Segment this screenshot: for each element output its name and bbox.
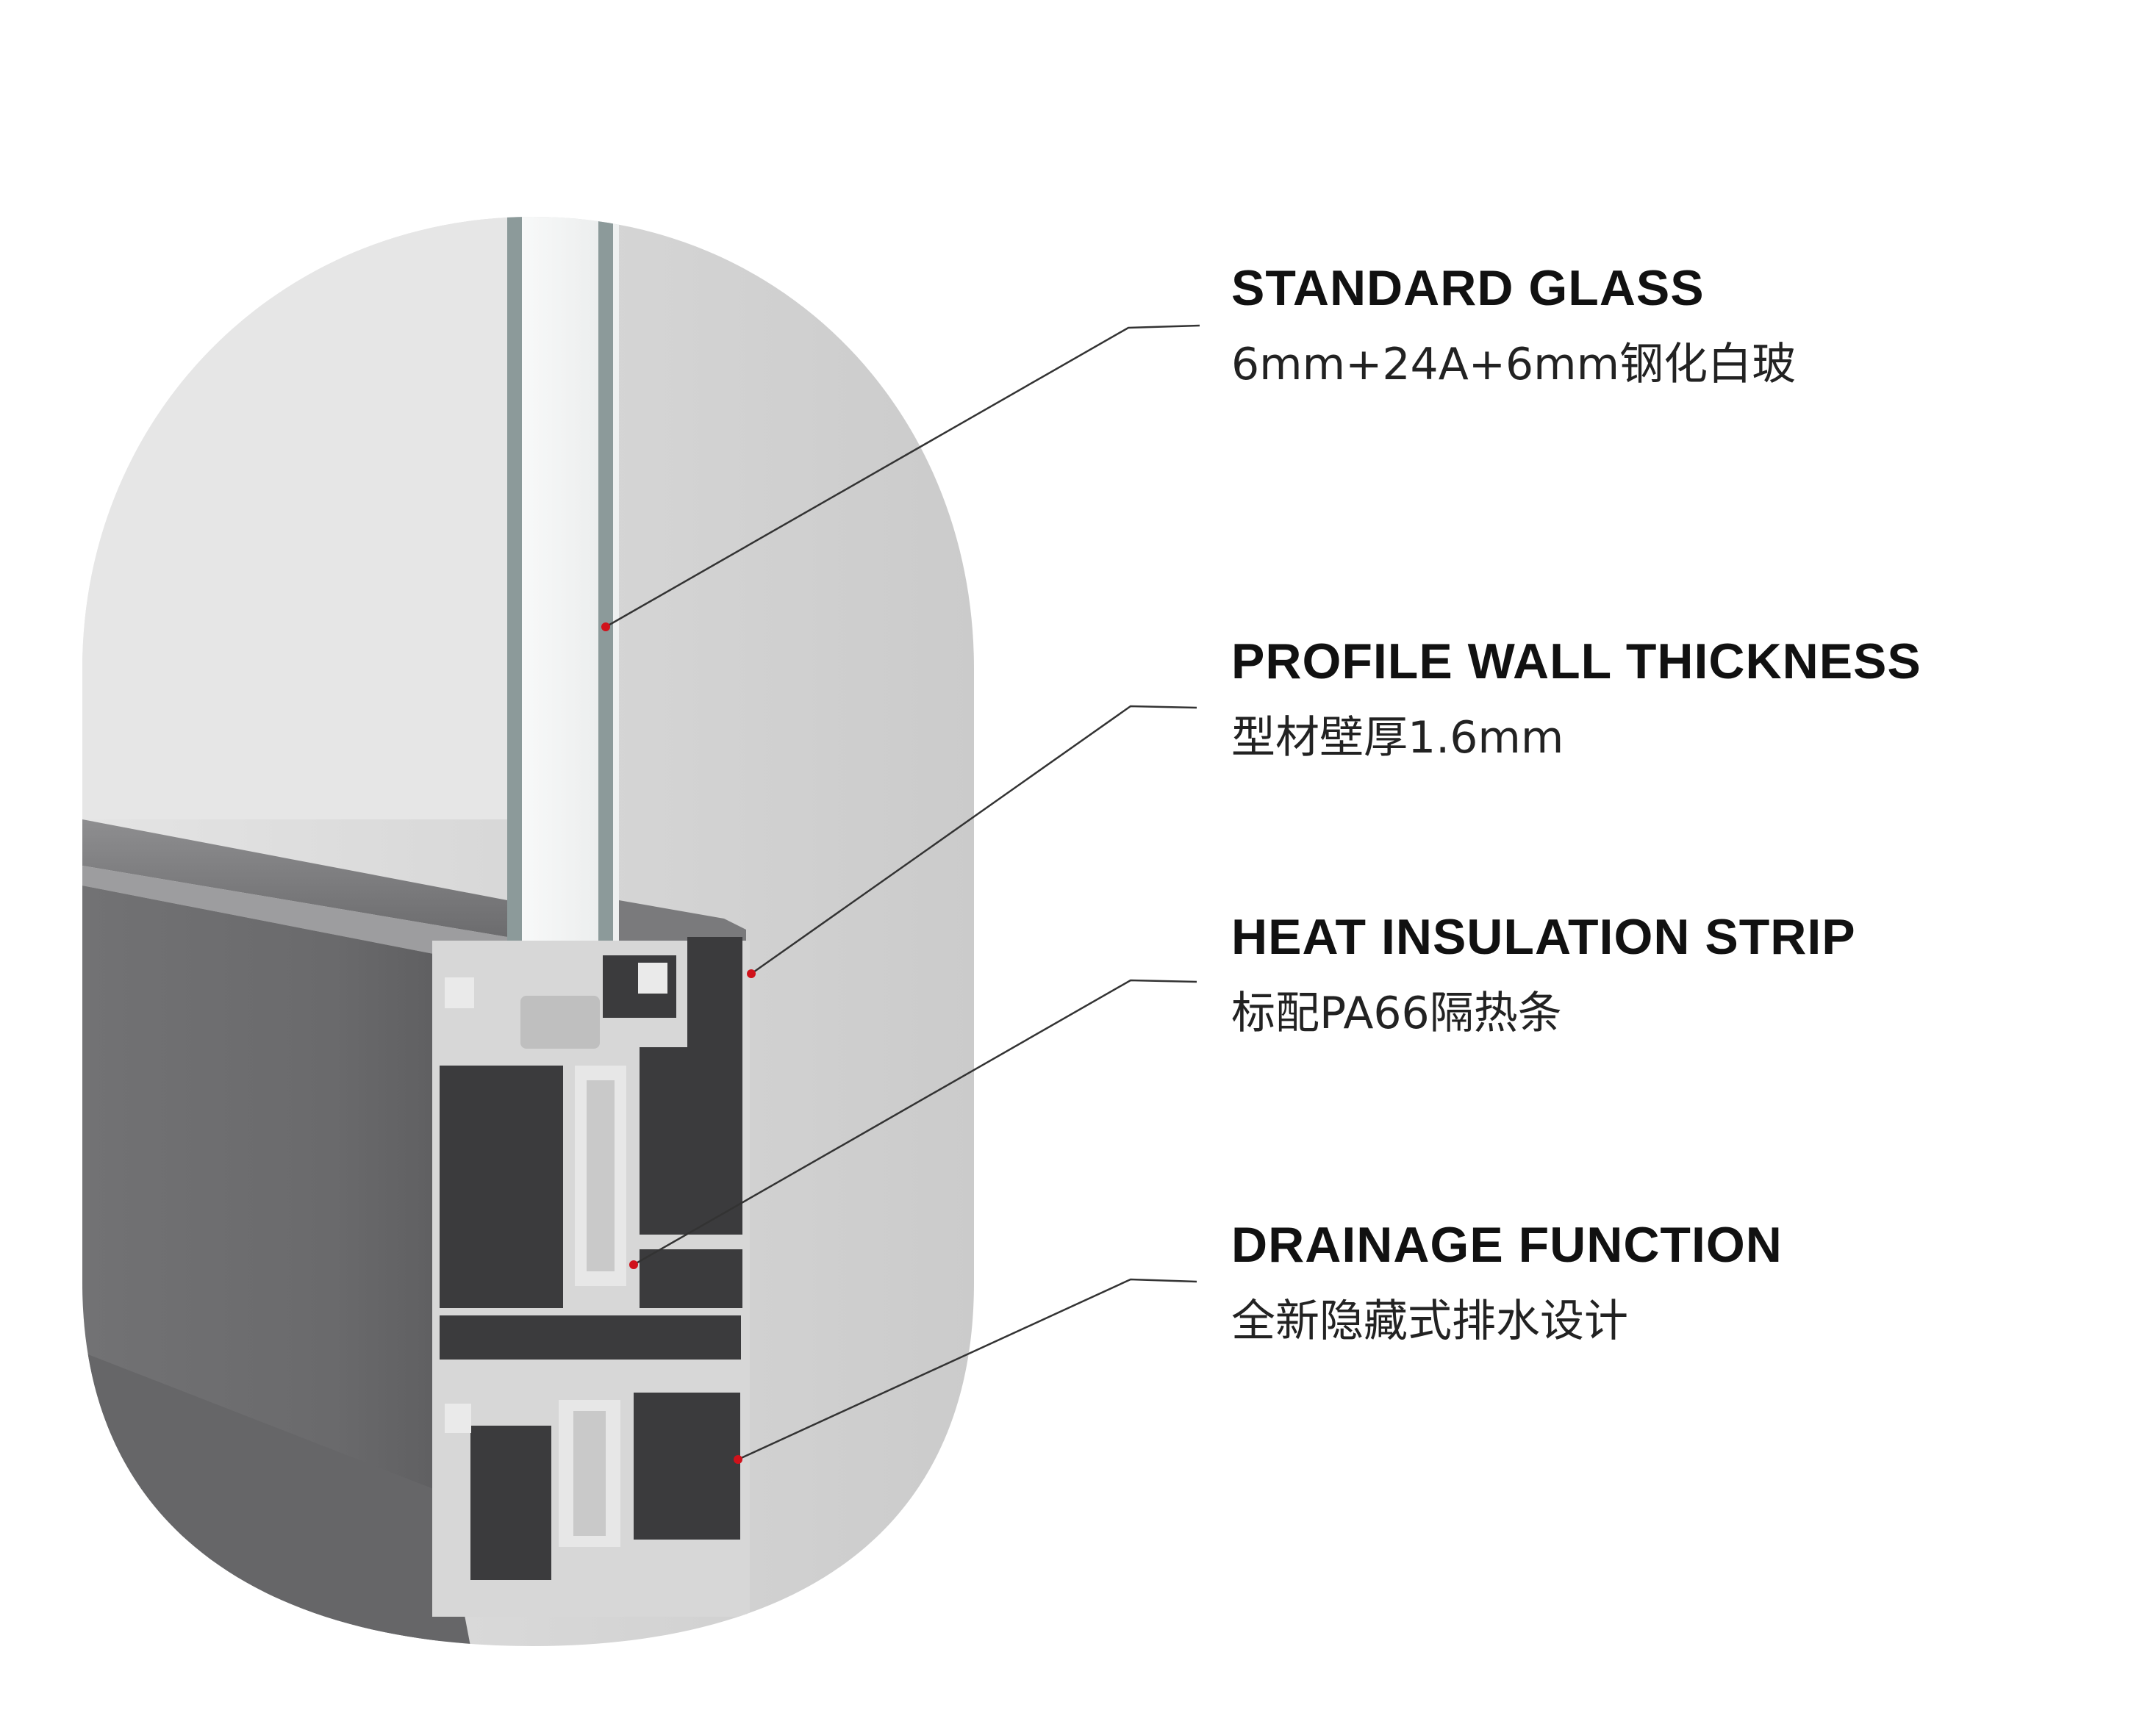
glass-unit [507,217,619,1069]
markers [601,622,756,1464]
callout-drainage-function: DRAINAGE FUNCTION 全新隐藏式排水设计 [1231,1220,2113,1343]
callout-heat-insulation-strip: HEAT INSULATION STRIP 标配PA66隔热条 [1231,912,2113,1035]
marker-heat-strip [629,1260,638,1269]
callout-title: HEAT INSULATION STRIP [1231,909,1856,965]
leader-line-standard-glass [605,324,1200,628]
callout-title: PROFILE WALL THICKNESS [1231,633,1922,689]
marker-wall-thickness [747,969,756,978]
profile-top-ridge [82,866,507,955]
leader-line-heat-strip [633,979,1197,1266]
callout-title: DRAINAGE FUNCTION [1231,1217,1783,1273]
callout-subtitle: 标配PA66隔热条 [1231,988,1562,1039]
profile-top-face [82,819,507,937]
callout-profile-wall-thickness: PROFILE WALL THICKNESS 型材壁厚1.6mm [1231,636,2113,760]
background-light-area [82,217,509,819]
marker-standard-glass [601,622,610,631]
callout-title: STANDARD GLASS [1231,260,1705,316]
profile-cross-section [432,937,750,1617]
marker-drainage [734,1455,742,1464]
profile-top-face-right [619,900,746,941]
callout-subtitle: 型材壁厚1.6mm [1231,712,1564,764]
callout-standard-glass: STANDARD GLASS 6mm+24A+6mm钢化白玻 [1231,263,2113,387]
leader-line-wall-thickness [751,705,1197,975]
callout-subtitle: 6mm+24A+6mm钢化白玻 [1231,339,1797,390]
leader-lines [605,324,1200,1461]
leader-line-drainage [737,1278,1197,1461]
callout-subtitle: 全新隐藏式排水设计 [1231,1296,1628,1347]
